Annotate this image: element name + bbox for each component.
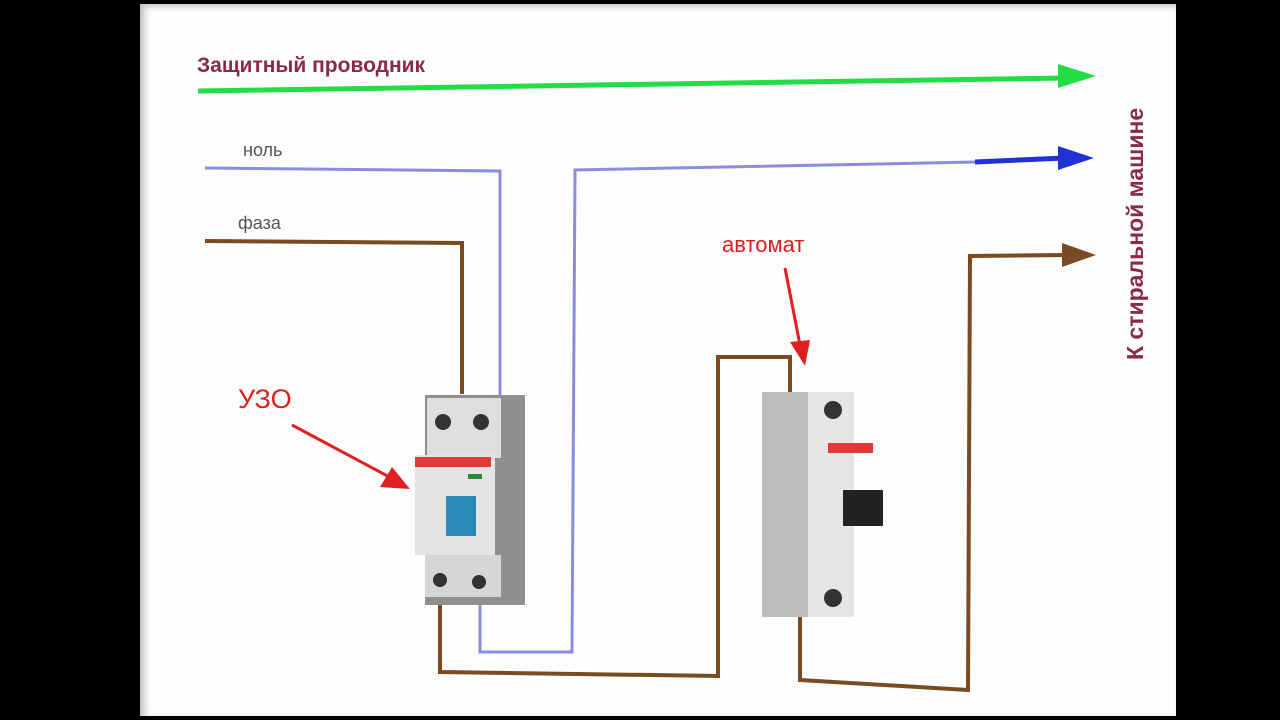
neutral-wire (204, 146, 1094, 654)
ground-arrow-icon (1058, 64, 1096, 88)
rcd-pointer-arrow-icon (291, 423, 410, 489)
breaker-label: автомат (722, 232, 805, 257)
rcd-label: УЗО (238, 384, 292, 414)
phase-label: фаза (238, 213, 281, 233)
neutral-label: ноль (243, 140, 283, 160)
phase-wire (204, 239, 1096, 693)
neutral-arrow-icon (1058, 146, 1094, 170)
rcd-device (415, 395, 525, 605)
destination-label: К стиральной машине (1122, 107, 1148, 360)
breaker-device (762, 392, 883, 617)
ground-wire (197, 64, 1096, 94)
breaker-pointer-arrow-icon (783, 267, 810, 366)
paper-background (140, 4, 1176, 716)
phase-arrow-icon (1062, 243, 1096, 267)
protective-conductor-label: Защитный проводник (197, 54, 426, 77)
